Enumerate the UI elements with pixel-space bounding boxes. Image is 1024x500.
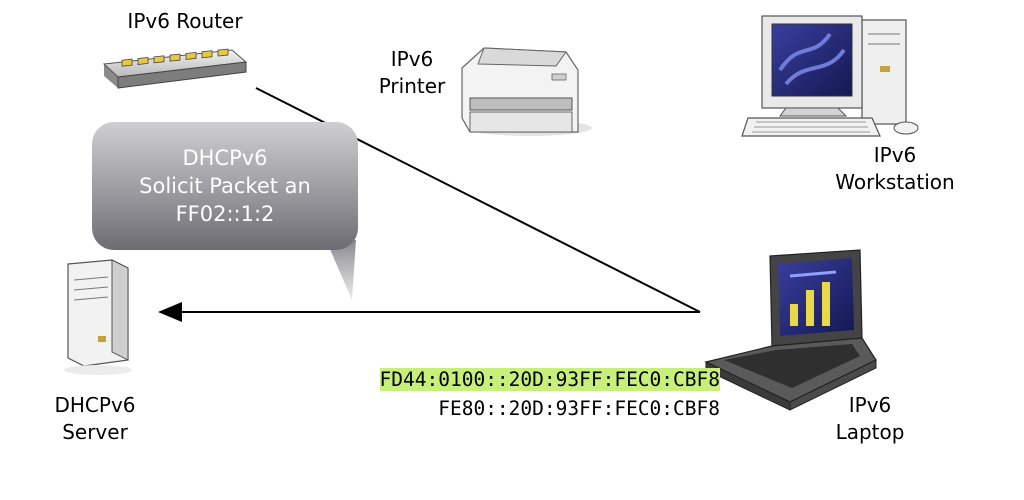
laptop-icon [704,249,877,411]
printer-label-line1: IPv6 [390,47,434,71]
workstation-icon [741,15,919,137]
printer-label: IPv6 Printer [362,46,462,100]
printer-label-line2: Printer [378,74,446,98]
laptop-label-line2: Laptop [835,420,905,444]
global-address: FD44:0100::20D:93FF:FEC0:CBF8 [379,367,720,393]
solicit-bubble [92,122,358,300]
workstation-label-line1: IPv6 [873,143,917,167]
global-address-text: FD44:0100::20D:93FF:FEC0:CBF8 [379,368,720,391]
server-label: DHCPv6 Server [40,392,150,446]
bubble-text: DHCPv6 Solicit Packet an FF02::1:2 [92,144,358,228]
printer-icon [461,47,592,136]
laptop-label-line1: IPv6 [848,393,892,417]
server-icon [64,259,132,375]
bubble-line3: FF02::1:2 [175,202,275,226]
bubble-line2: Solicit Packet an [139,174,311,198]
workstation-label-line2: Workstation [835,170,955,194]
router-label: IPv6 Router [127,9,243,33]
bubble-line1: DHCPv6 [182,146,268,170]
link-local-address: FE80::20D:93FF:FEC0:CBF8 [438,397,720,420]
laptop-label: IPv6 Laptop [820,392,920,446]
server-label-line1: DHCPv6 [54,393,136,417]
workstation-label: IPv6 Workstation [820,142,970,196]
router-icon [102,48,248,89]
server-label-line2: Server [62,420,128,444]
